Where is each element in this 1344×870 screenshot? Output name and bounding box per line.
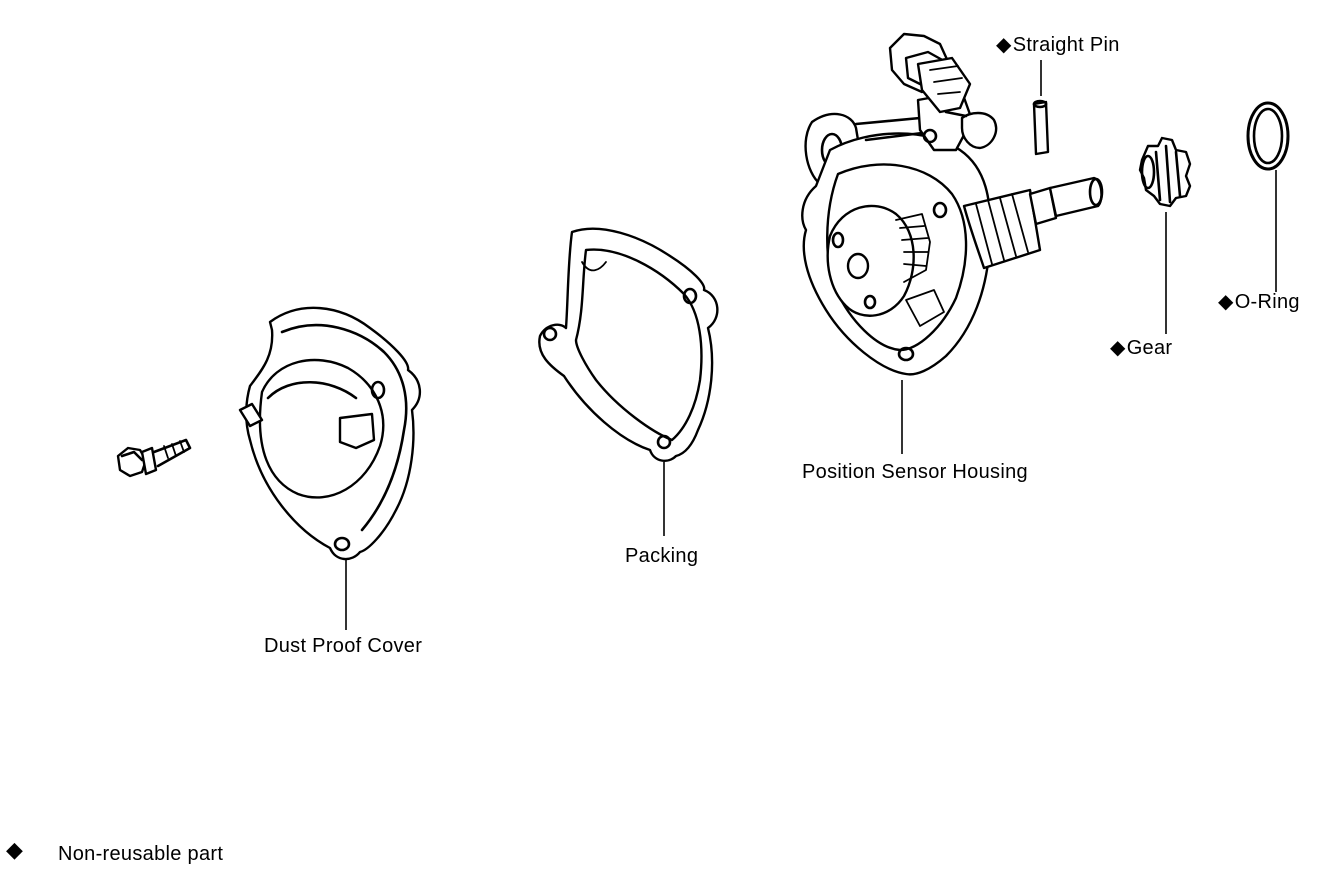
straight-pin-label: ◆Straight Pin <box>996 33 1120 57</box>
legend-text: Non-reusable part <box>58 843 224 865</box>
packing-part <box>538 227 719 536</box>
o-ring-text: O-Ring <box>1234 291 1300 313</box>
dust-proof-cover-label: Dust Proof Cover <box>264 635 423 657</box>
non-reusable-diamond-icon: ◆ <box>1218 291 1234 313</box>
gear-label: ◆Gear <box>1110 336 1172 360</box>
gear-text: Gear <box>1126 337 1173 359</box>
straight-pin-part <box>1032 60 1050 156</box>
o-ring-label: ◆O-Ring <box>1218 290 1300 314</box>
dust-proof-cover-part <box>238 306 421 630</box>
legend-symbol: ◆ <box>6 838 23 862</box>
o-ring-part <box>1246 101 1290 292</box>
bolt-part <box>116 438 192 478</box>
position-sensor-housing-part <box>801 32 1104 454</box>
gear-part <box>1138 136 1192 334</box>
straight-pin-text: Straight Pin <box>1012 34 1120 56</box>
position-sensor-housing-label: Position Sensor Housing <box>802 461 1028 483</box>
non-reusable-diamond-icon: ◆ <box>1110 337 1126 359</box>
non-reusable-diamond-icon: ◆ <box>6 837 24 862</box>
non-reusable-diamond-icon: ◆ <box>996 34 1012 56</box>
packing-label: Packing <box>625 545 699 567</box>
